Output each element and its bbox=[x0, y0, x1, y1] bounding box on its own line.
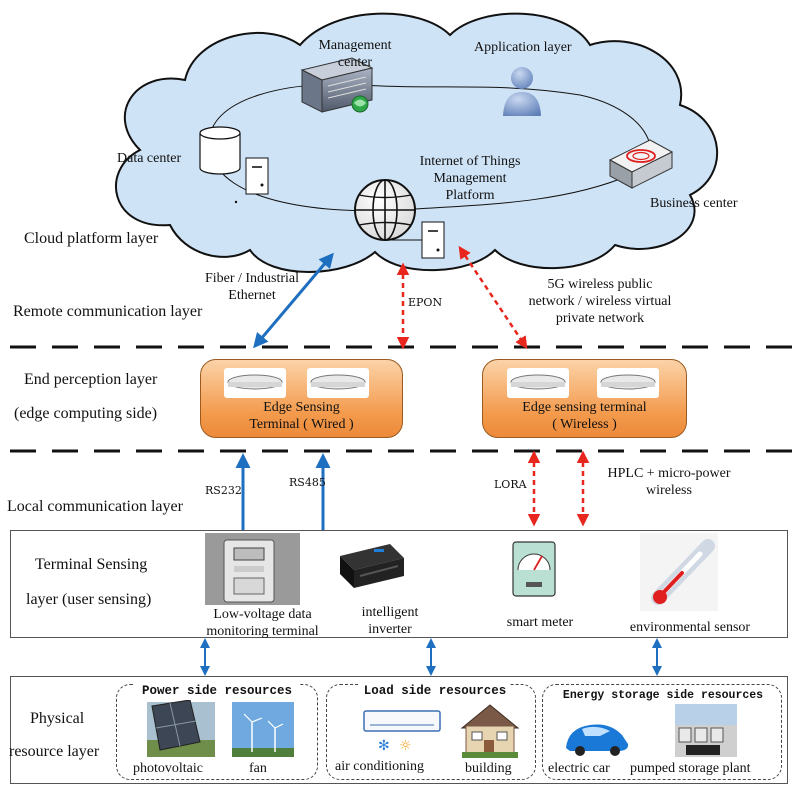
lora-label: LORA bbox=[494, 478, 527, 491]
fan-label: fan bbox=[249, 761, 267, 776]
fiber-link-arrow bbox=[253, 252, 334, 349]
management-center-label: Management center bbox=[318, 38, 392, 70]
platform-server-icon bbox=[390, 221, 445, 259]
business-center-label: Business center bbox=[650, 196, 738, 211]
business-center-icon bbox=[608, 139, 674, 189]
globe-icon bbox=[354, 179, 416, 241]
rs232-label: RS232 bbox=[205, 484, 242, 497]
edge-computing-side-label: (edge computing side) bbox=[14, 405, 158, 422]
management-server-icon bbox=[300, 57, 374, 113]
user-icon bbox=[503, 67, 541, 116]
wireless-5g-label: 5G wireless public network / wireless vi… bbox=[528, 277, 672, 326]
database-icon bbox=[199, 126, 241, 175]
load-side-title: Load side resources bbox=[360, 683, 510, 700]
resource-layer-label: resource layer bbox=[9, 743, 100, 760]
rs485-label: RS485 bbox=[289, 476, 326, 489]
remote-communication-layer-label: Remote communication layer bbox=[13, 303, 203, 320]
cloud-platform-layer-label: Cloud platform layer bbox=[24, 230, 159, 247]
photovoltaic-label: photovoltaic bbox=[133, 761, 203, 776]
power-side-title: Power side resources bbox=[134, 683, 300, 700]
wireless-5g-link-arrow bbox=[458, 245, 528, 350]
cloud-shape bbox=[115, 12, 719, 273]
edge-wired-label: Edge Sensing Terminal ( Wired ) bbox=[249, 400, 354, 432]
environmental-sensor-label: environmental sensor bbox=[629, 620, 751, 635]
fiber-ethernet-label: Fiber / Industrial Ethernet bbox=[204, 271, 300, 303]
building-label: building bbox=[465, 761, 512, 776]
user-sensing-label: layer (user sensing) bbox=[26, 591, 152, 608]
terminal-sensing-layer-label: Terminal Sensing bbox=[35, 556, 148, 573]
local-communication-layer-label: Local communication layer bbox=[7, 498, 183, 515]
smart-meter-label: smart meter bbox=[506, 615, 574, 630]
iot-platform-label: Internet of Things Management Platform bbox=[419, 154, 521, 203]
server-tower-icon bbox=[245, 157, 269, 195]
end-perception-layer-label: End perception layer bbox=[24, 371, 158, 388]
air-conditioning-label: air conditioning bbox=[335, 759, 425, 774]
edge-wireless-label: Edge sensing terminal ( Wireless ) bbox=[522, 400, 647, 432]
electric-car-label: electric car bbox=[548, 761, 610, 776]
epon-label: EPON bbox=[408, 296, 443, 309]
edge-terminal-wired-box bbox=[200, 359, 403, 438]
storage-side-title: Energy storage side resources bbox=[552, 687, 774, 704]
pumped-storage-label: pumped storage plant bbox=[630, 761, 751, 776]
hplc-label: HPLC + micro-power wireless bbox=[607, 466, 731, 498]
application-layer-label: Application layer bbox=[474, 40, 572, 55]
data-center-label: Data center bbox=[117, 151, 182, 166]
inverter-label: intelligent inverter bbox=[361, 605, 419, 637]
physical-layer-label: Physical bbox=[30, 710, 85, 727]
low-voltage-terminal-label: Low-voltage data monitoring terminal bbox=[206, 607, 319, 639]
